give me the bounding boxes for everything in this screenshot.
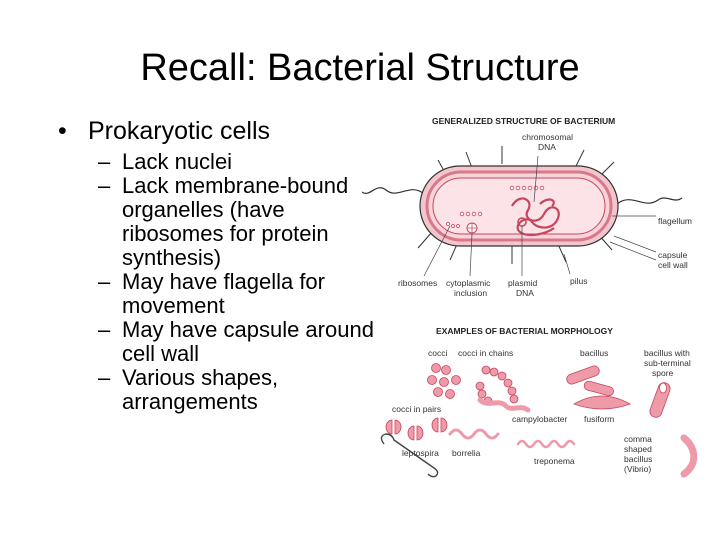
sub-bullet-text: Various shapes, arrangements bbox=[122, 365, 279, 414]
sub-bullet-dash: – bbox=[98, 365, 111, 390]
flagellum-right bbox=[616, 197, 683, 205]
bullet-text: Prokaryotic cells bbox=[88, 117, 270, 145]
sub-bullet-dash: – bbox=[98, 317, 111, 342]
label-vibrio-3: bacillus bbox=[624, 454, 652, 464]
cocci-shape bbox=[427, 363, 461, 399]
label-vibrio-1: comma bbox=[624, 434, 652, 444]
sub-bullet-capsule: – May have capsule around cell wall bbox=[98, 318, 384, 366]
label-vibrio-4: (Vibrio) bbox=[624, 464, 651, 474]
sub-bullet-dash: – bbox=[98, 269, 111, 294]
bullet-dot: • bbox=[58, 117, 67, 145]
label-bacillus-spore-1: bacillus with bbox=[644, 348, 690, 358]
sub-bullet-lack-nuclei: – Lack nuclei bbox=[98, 150, 384, 174]
bacteria-figure: GENERALIZED STRUCTURE OF BACTERIUM bbox=[361, 108, 710, 498]
label-plasmid-dna: DNA bbox=[516, 288, 534, 298]
label-campylobacter: campylobacter bbox=[512, 414, 567, 424]
label-capsule: capsule bbox=[658, 250, 688, 260]
bacillus-shape bbox=[566, 365, 614, 397]
bullet-prokaryotic-cells: • Prokaryotic cells bbox=[58, 116, 358, 146]
label-chromosomal-dna: DNA bbox=[538, 142, 556, 152]
sub-bullet-dash: – bbox=[98, 149, 111, 174]
label-leptospira: leptospira bbox=[402, 448, 439, 458]
label-cocci-chains: cocci in chains bbox=[458, 348, 513, 358]
sub-bullet-text: May have capsule around cell wall bbox=[122, 317, 374, 366]
label-bacillus-spore-3: spore bbox=[652, 368, 674, 378]
sub-bullet-text: Lack membrane-bound organelles (have rib… bbox=[122, 173, 349, 270]
label-cytoplasmic: cytoplasmic bbox=[446, 278, 491, 288]
fusiform-shape bbox=[573, 395, 631, 410]
sub-bullet-dash: – bbox=[98, 173, 111, 198]
label-pilus: pilus bbox=[570, 276, 587, 286]
sub-bullet-flagella: – May have flagella for movement bbox=[98, 270, 384, 318]
label-plasmid: plasmid bbox=[508, 278, 538, 288]
cocci-pairs-shape bbox=[385, 417, 448, 441]
label-cocci-pairs: cocci in pairs bbox=[392, 404, 441, 414]
bacillus-spore-shape bbox=[649, 382, 671, 418]
campylobacter-shape bbox=[477, 397, 531, 413]
label-ribosomes: ribosomes bbox=[398, 278, 437, 288]
treponema-shape bbox=[516, 439, 576, 449]
label-inclusion: inclusion bbox=[454, 288, 487, 298]
structure-heading: GENERALIZED STRUCTURE OF BACTERIUM bbox=[432, 116, 615, 126]
sub-bullet-list: – Lack nuclei – Lack membrane-bound orga… bbox=[58, 150, 374, 414]
sub-bullet-text: Lack nuclei bbox=[122, 149, 233, 174]
chromosomal-dna bbox=[511, 197, 560, 237]
label-vibrio-2: shaped bbox=[624, 444, 652, 454]
ribosomes-dots bbox=[446, 185, 545, 228]
sub-bullet-shapes: – Various shapes, arrangements bbox=[98, 366, 384, 414]
sub-bullet-membrane-organelles: – Lack membrane-bound organelles (have r… bbox=[98, 174, 384, 270]
sub-bullet-text: May have flagella for movement bbox=[122, 269, 325, 318]
flagellum-left bbox=[361, 187, 425, 195]
slide-title: Recall: Bacterial Structure bbox=[140, 47, 580, 89]
label-bacillus: bacillus bbox=[580, 348, 608, 358]
label-flagellum: flagellum bbox=[658, 216, 692, 226]
vibrio-shape bbox=[680, 434, 698, 478]
label-chromosomal: chromosomal bbox=[522, 132, 573, 142]
morphology-heading: EXAMPLES OF BACTERIAL MORPHOLOGY bbox=[436, 326, 613, 336]
label-bacillus-spore-2: sub-terminal bbox=[644, 358, 691, 368]
label-fusiform: fusiform bbox=[584, 414, 614, 424]
label-cocci: cocci bbox=[428, 348, 447, 358]
label-borrelia: borrelia bbox=[452, 448, 481, 458]
leader-lines bbox=[423, 155, 657, 277]
morphology-labels: cocci cocci in chains bacillus bacillus … bbox=[392, 348, 691, 474]
cell-membrane bbox=[432, 177, 606, 235]
leptospira-shape bbox=[380, 433, 439, 478]
label-cell-wall: cell wall bbox=[658, 260, 688, 270]
borrelia-shape bbox=[448, 428, 500, 440]
bullet-list: • Prokaryotic cells – Lack nuclei – Lack… bbox=[58, 116, 374, 414]
label-treponema: treponema bbox=[534, 456, 575, 466]
